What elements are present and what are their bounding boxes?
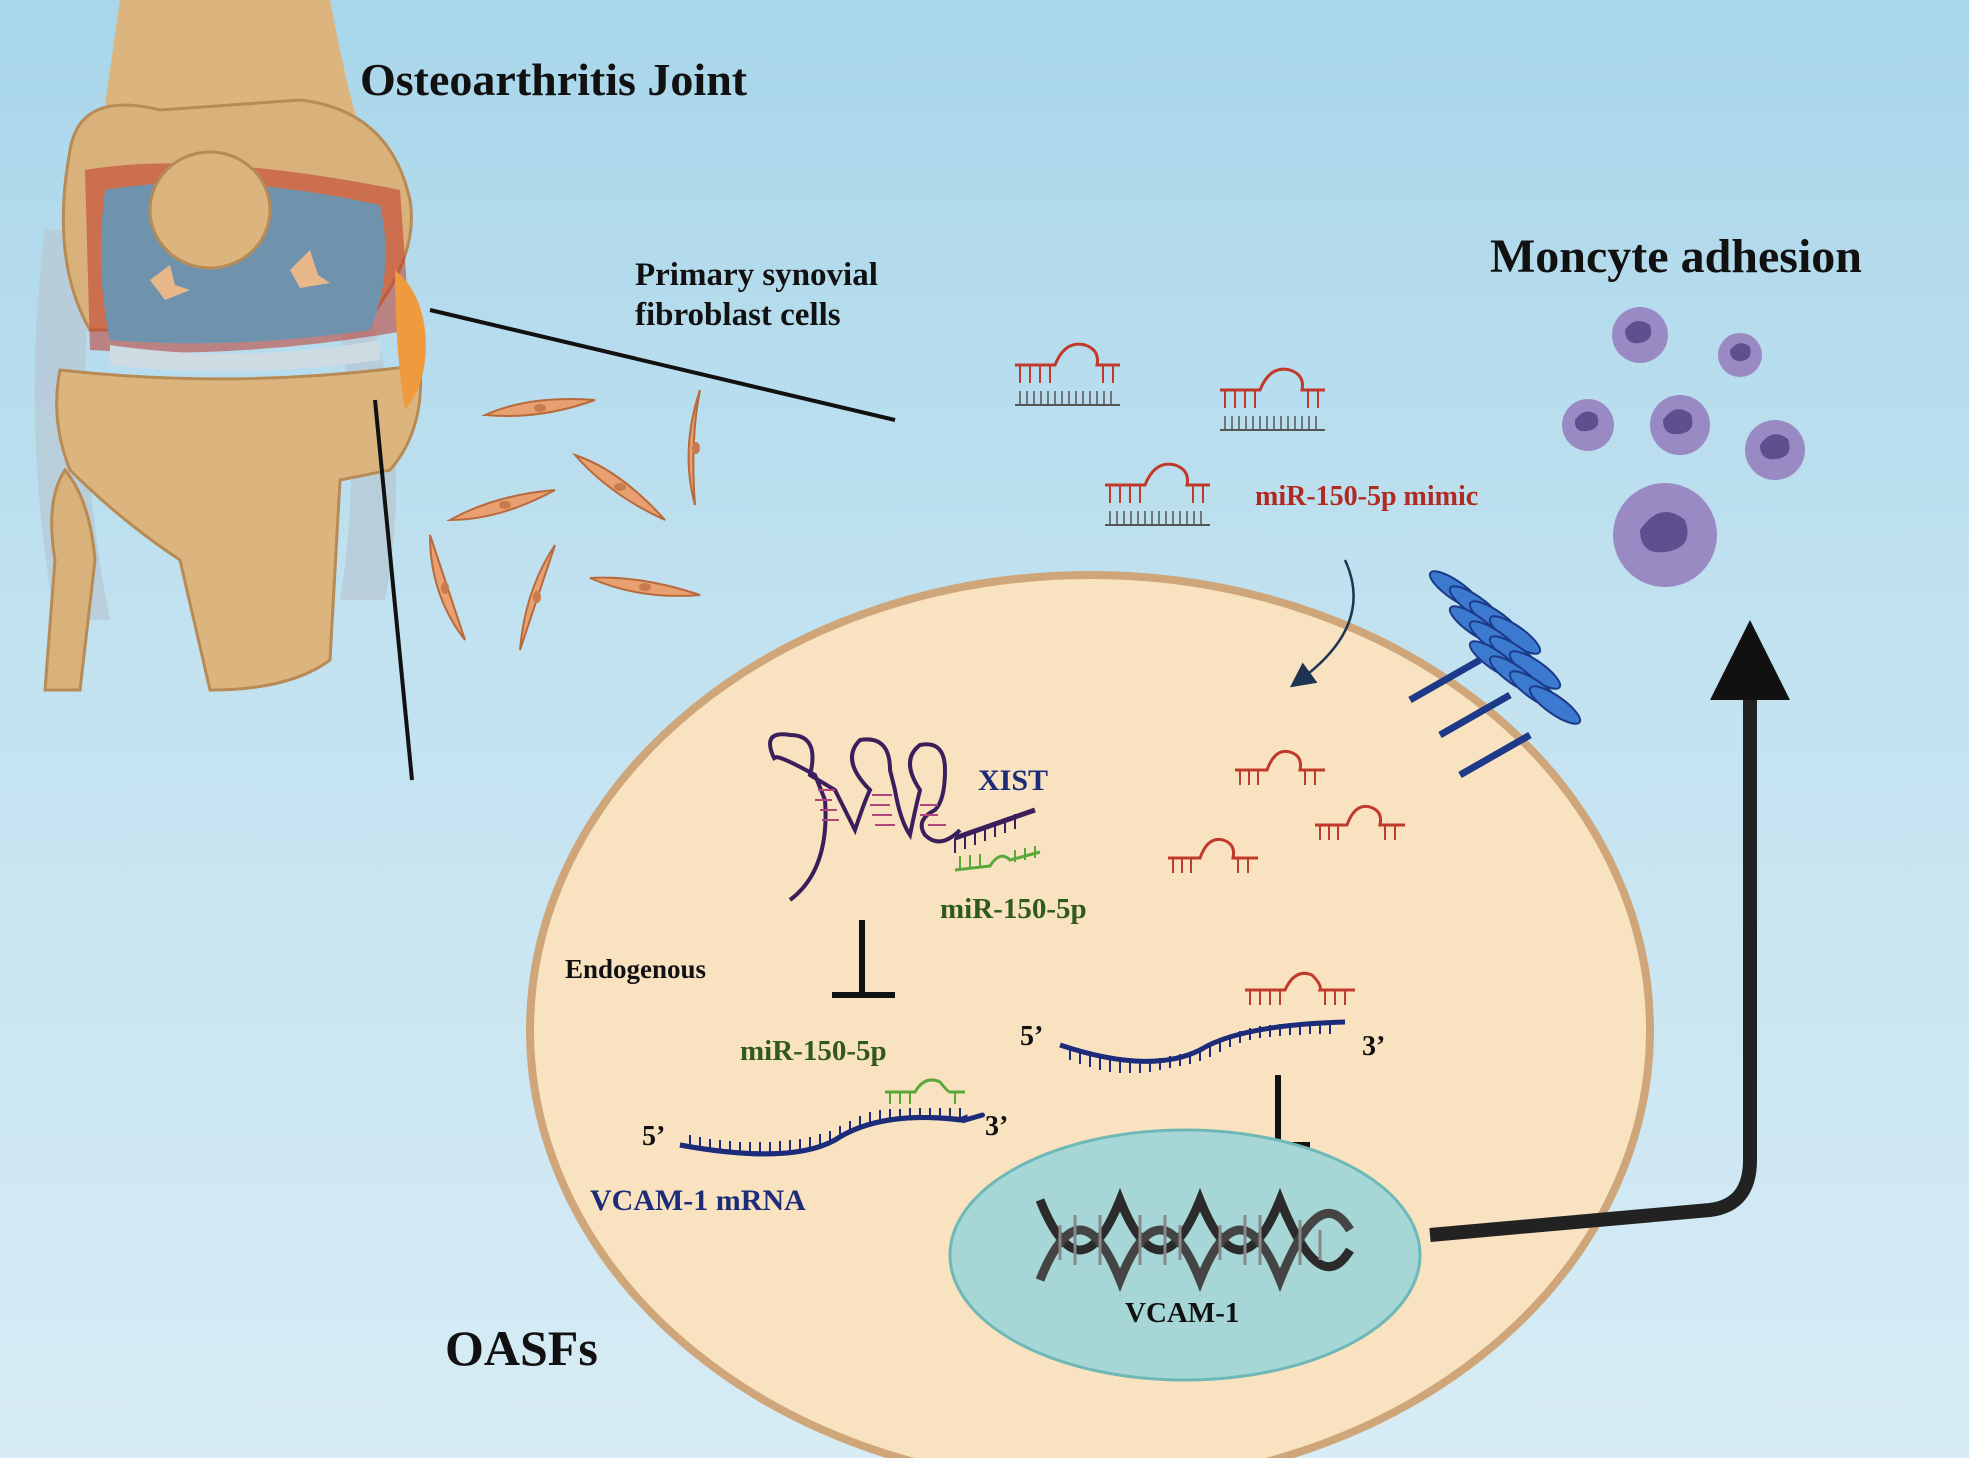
primary-cells-line2: fibroblast cells <box>635 297 841 333</box>
knee-joint-illustration <box>34 0 426 692</box>
mimic-on-mrna-right <box>1245 971 1355 1005</box>
xist-label: XIST <box>978 764 1048 797</box>
three-prime-left: 3’ <box>985 1111 1008 1142</box>
vcam-gene-label: VCAM-1 <box>1125 1297 1239 1329</box>
inhibit-xist-mir <box>832 920 895 998</box>
mir150-on-mrna-left <box>885 1078 965 1104</box>
endogenous-label: Endogenous <box>565 954 706 984</box>
xist-lncrna <box>768 732 1036 902</box>
zoom-line-upper <box>429 308 896 422</box>
vcam1-receptor <box>1408 570 1582 779</box>
zoom-line-lower <box>373 399 414 781</box>
cell-name-label: OASFs <box>445 1320 598 1376</box>
mimic-duplex-3 <box>1105 462 1210 526</box>
vcam1-mrna-right <box>1059 1019 1346 1073</box>
adhesion-arrowhead <box>1710 620 1790 700</box>
three-prime-right: 3’ <box>1362 1031 1385 1062</box>
vcam-mrna-label: VCAM-1 mRNA <box>590 1184 806 1217</box>
mir150-bound-xist <box>954 846 1041 872</box>
fibroblast-cells <box>429 389 701 651</box>
joint-title: Osteoarthritis Joint <box>360 54 748 105</box>
monocytes <box>1562 307 1805 587</box>
mir-free-label: miR-150-5p <box>740 1035 887 1067</box>
monocyte-adhesion-label: Moncyte adhesion <box>1490 230 1862 283</box>
five-prime-left: 5’ <box>642 1121 665 1152</box>
mimic-entry-arrow <box>1289 559 1355 688</box>
primary-cells-line1: Primary synovial <box>635 257 878 293</box>
five-prime-right: 5’ <box>1020 1021 1043 1052</box>
mimic-duplex-2 <box>1220 367 1325 431</box>
mimic-strands-inside <box>1168 749 1405 873</box>
mimic-duplex-1 <box>1015 342 1120 406</box>
vcam1-mrna-left <box>679 1108 985 1157</box>
mimic-label: miR-150-5p mimic <box>1255 481 1478 512</box>
dna-helix-icon <box>1035 1187 1354 1293</box>
mir-bound-label: miR-150-5p <box>940 893 1087 925</box>
adhesion-arrow <box>1429 690 1757 1242</box>
